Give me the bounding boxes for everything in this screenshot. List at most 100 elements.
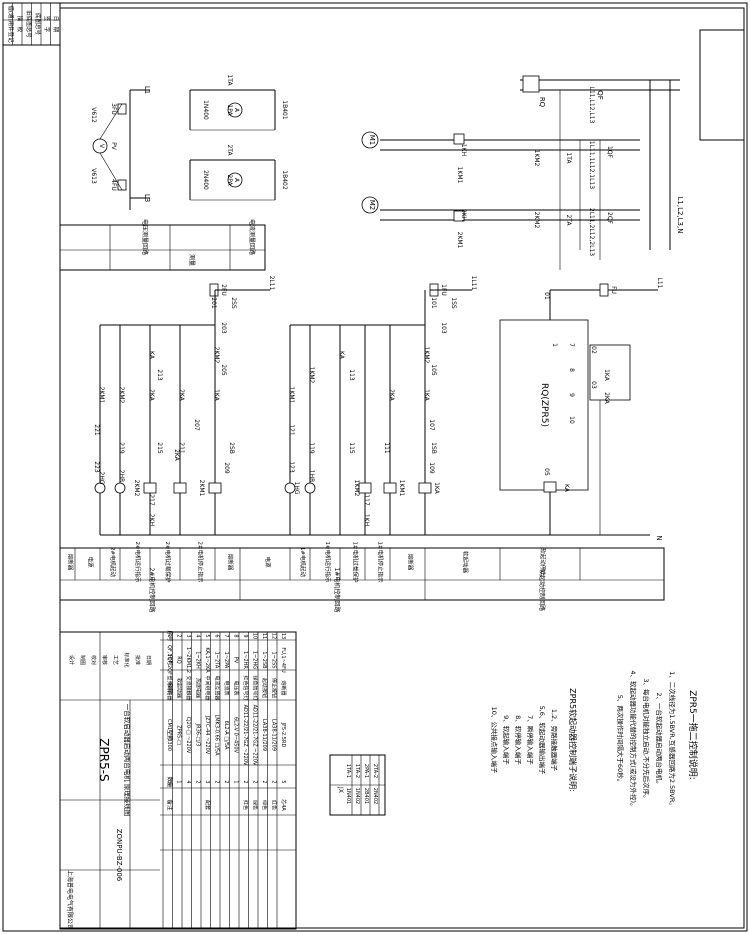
bom-cell: 8 [233,634,239,637]
bom-cell: 2 [176,634,182,637]
bom-cell: 9 [242,634,248,637]
jx-cell: 2PA-1 [363,764,369,778]
drawing-number: ZONPU-BZ-006 [115,829,123,882]
bom-cell: 3 [185,634,191,637]
motor-m1-symbol [361,131,379,149]
bom-cell: 12 [271,633,277,639]
wire [99,152,123,191]
bom-cell: 塑壳断路器 [166,675,173,700]
relay-coil-symbol [173,482,187,494]
label-qf: QF [596,90,604,100]
ammeter-1pa-symbol [227,102,243,118]
relay-coil-symbol [208,482,222,494]
table-foot: 测量 [188,254,196,266]
revision-box [699,29,745,141]
sign-cell: 批准 [134,655,141,665]
bom-cell: 1~2SB [261,651,267,669]
ctrl1-label: 113 [348,369,355,381]
bom-cell: 红色信号灯 [242,675,249,700]
ctrl1-label: 1HR [308,470,315,483]
bom-cell: 红色 [242,800,249,810]
function-cell: 电源 [264,556,272,568]
bom-table [59,631,297,930]
label-bus1: L11,L12,L13 [588,87,595,124]
label-pv: PV [110,142,117,151]
label-03: 03 [590,381,597,389]
bom-cell: 5 [280,780,286,783]
ctrl2-label: 2KA [173,449,180,462]
ctrl1-label: 1KA [433,482,440,495]
terminal-note-item: 10、公共接点输入端子 [490,707,499,774]
ctrl2-label: 2KM2 [118,387,125,404]
label-1ss: 1SS [450,297,457,309]
label-l1l2l3n: L1,L2,L3,N [676,197,684,234]
bom-cell: 软起动器 [176,678,183,698]
ctrl1-label: 1KM1 [288,387,295,404]
bom-cell: LA38-11/209 [271,719,277,751]
label-1pa: 1PA [226,104,233,116]
note-item: 5、两次操作时间隔大于60秒。 [616,695,625,785]
jx-cell: 2B401 [363,788,369,804]
label-l11: L11 [656,278,663,289]
ctrl1-label: 111 [383,442,390,454]
bom-cell: 1~2HR [242,651,248,669]
bom-cell: 11 [261,633,267,639]
bom-cell: 10 [252,633,258,639]
label-01: 01 [543,292,550,300]
ctrl1-label: 1KM2 [423,347,430,364]
label-02: 02 [590,346,597,354]
bom-cell: 绿色 [261,800,268,810]
function-cell: 电源 [87,556,95,568]
bom-cell: 7 [223,634,229,637]
ctrl2-label: 2KH [148,514,155,526]
company-name: 上海普电电气有限公司 [66,870,74,930]
bom-cell: 红色 [271,800,278,810]
overload-2kh-symbol [453,210,465,222]
bom-cell: 1~2KH [195,651,201,669]
bom-header-cell: 数量 [166,776,174,788]
terminal-note-item: 7、瞬停输入端子 [526,715,535,765]
bom-cell: 2 [223,780,229,783]
label-1l11: 1L11 [470,276,477,291]
bom-cell: 绿色信号灯 [252,675,259,700]
bom-cell: 熔断器 [280,680,287,695]
ctrl1-label: 107 [428,419,435,431]
bom-cell: 配套 [204,800,211,810]
function-cell: 熔断器 [67,554,75,571]
motor-m2-symbol [361,196,379,214]
label-2l11: 2L11 [268,276,275,291]
label-m2: M2 [368,200,376,211]
relay-coil-symbol [383,482,397,494]
bom-cell: 交流接触器 [185,675,192,700]
label-2qf: 2QF [606,212,613,225]
sign-cell: 制图 [79,655,86,665]
bom-cell: 1~2SS [271,652,277,669]
bom-cell: 芯4A [280,799,287,811]
left-strip-cell: 日 期 [52,16,59,33]
ctrl1-label: 1KM2 [308,367,315,384]
title-main: ZPR5-S [97,738,111,781]
bom-cell: 2 [214,780,220,783]
sign-cell: 审核 [101,655,108,665]
wire [99,103,123,140]
bom-cell: PV [233,657,239,664]
ctrl1-label: 109 [428,462,435,474]
ctrl2-label: 217 [148,494,155,506]
bom-cell: FU,1~4FU [280,647,286,673]
ctrl2-label: 215 [156,442,163,454]
bom-cell: RQ [176,656,182,663]
ctrl1-label: 121 [288,424,295,436]
relay-coil-symbol [418,482,432,494]
bom-cell: 4 [195,634,201,637]
title-desc: 一台软启动器启动两台电机 原理接线图 [123,704,132,817]
function-table [59,547,665,601]
bom-cell: JR36-□/3 [195,723,201,747]
ammeter-2pa-symbol [227,172,243,188]
bom-cell: 3 [166,780,172,783]
bom-cell: 起动按钮 [261,678,268,698]
softstarter-aux-box [589,344,631,401]
function-cell: 熔断器 [227,554,235,571]
function-cell: 软起动器 [462,551,470,574]
label-3fu: 3FU [110,103,117,115]
jx-cell: 1N402 [354,788,360,804]
